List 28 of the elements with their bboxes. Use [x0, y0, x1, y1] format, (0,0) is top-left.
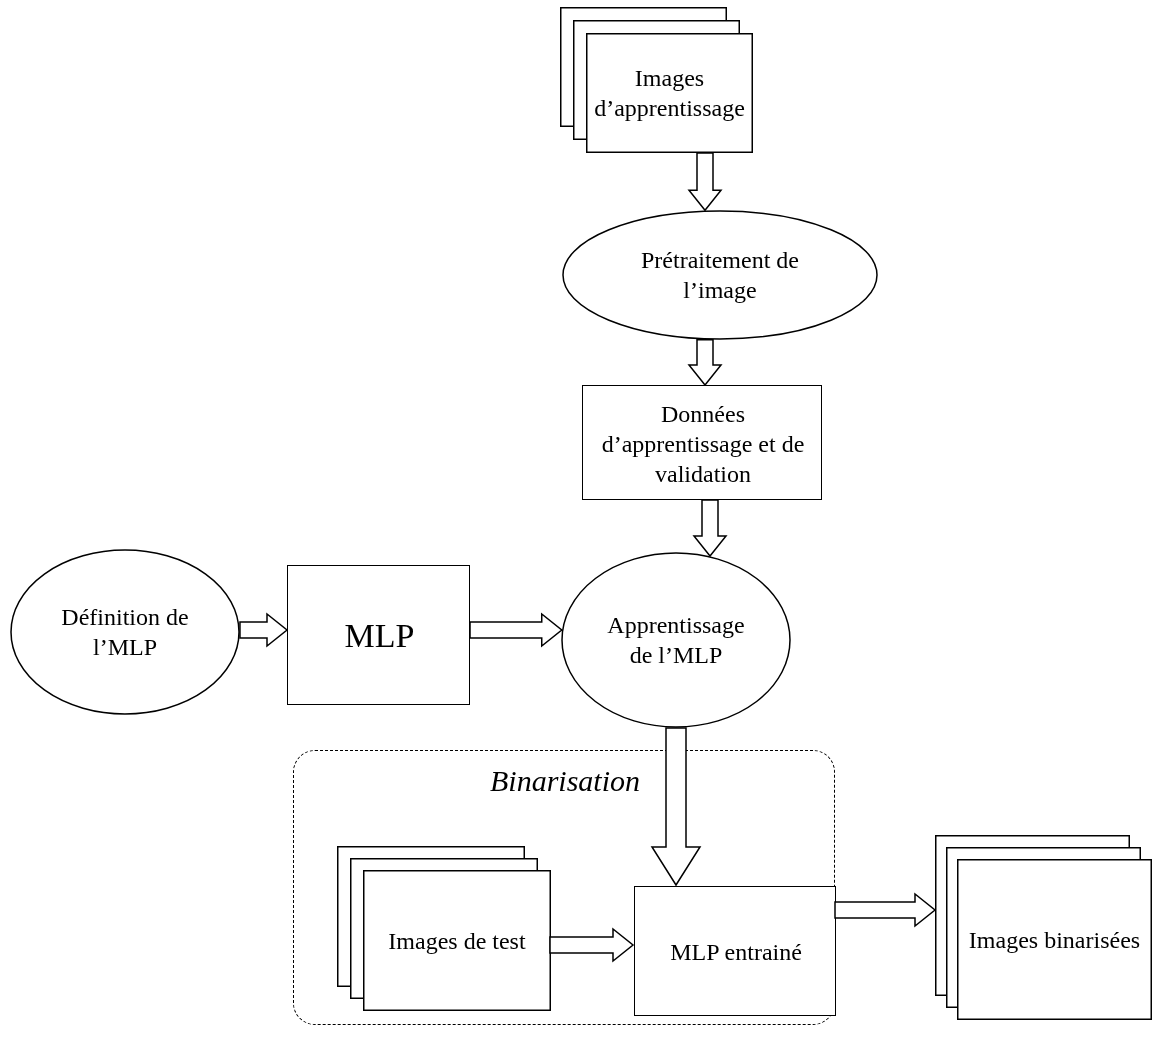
- node-label: Données d’apprentissage et de validation: [600, 399, 806, 489]
- node-label: Images de test: [388, 926, 526, 956]
- document-stack: [560, 7, 753, 153]
- node-label: Images binarisées: [968, 925, 1141, 955]
- block-arrow: [687, 338, 723, 387]
- process-ellipse: [562, 210, 878, 340]
- document-stack: [935, 835, 1152, 1020]
- process-box: [287, 565, 470, 705]
- process-box: [582, 385, 822, 500]
- process-ellipse: [561, 552, 791, 728]
- group-frame: [293, 750, 835, 1025]
- node-label: Prétraitement de l’image: [640, 246, 800, 305]
- group-title: Binarisation: [489, 763, 641, 800]
- node-label: MLP entrainé: [670, 938, 802, 967]
- block-arrow: [650, 727, 702, 887]
- block-arrow: [692, 499, 728, 558]
- document-stack: [337, 846, 551, 1011]
- process-ellipse: [10, 549, 240, 715]
- node-label: MLP: [344, 615, 415, 656]
- block-arrow: [239, 612, 289, 648]
- process-box: [634, 886, 836, 1016]
- block-arrow: [687, 152, 723, 212]
- node-label: Images d’apprentissage: [593, 64, 746, 123]
- block-arrow: [469, 612, 563, 648]
- node-label: Définition de l’MLP: [60, 603, 190, 662]
- node-label: Apprentissage de l’MLP: [606, 611, 746, 670]
- block-arrow: [834, 892, 937, 928]
- block-arrow: [549, 927, 635, 963]
